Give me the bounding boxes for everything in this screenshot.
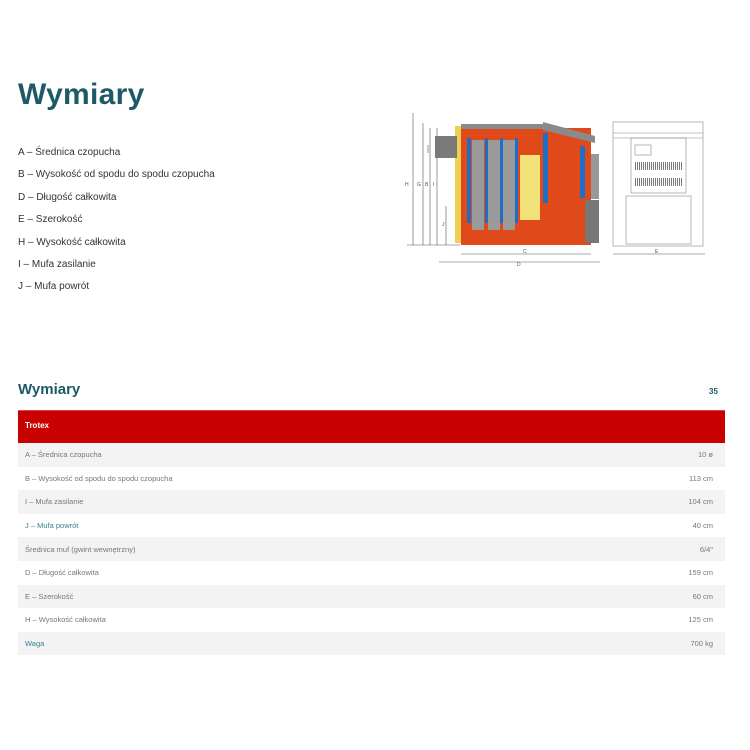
dimension-legend-list: A – Średnica czopucha B – Wysokość od sp… — [18, 146, 215, 303]
row-label: Średnica muf (gwint wewnętrzny) — [25, 544, 136, 554]
table-row: Waga 700 kg — [18, 631, 725, 656]
boiler-front-view — [612, 121, 704, 247]
table-row: A – Średnica czopucha 10 ø — [18, 443, 725, 467]
row-label: I – Mufa zasilanie — [25, 497, 84, 507]
table-header: Trotex — [18, 410, 725, 443]
table-row: Średnica muf (gwint wewnętrzny) 6/4" — [18, 537, 725, 561]
row-value: 104 cm — [688, 497, 713, 507]
row-value: 40 cm — [692, 521, 713, 531]
vertical-dimension-lines — [407, 113, 460, 246]
dim-label-c: C — [523, 249, 527, 255]
dim-label-e: E — [655, 249, 659, 255]
dimensions-table: Trotex A – Średnica czopucha 10 ø B – Wys… — [18, 410, 725, 656]
list-item: I – Mufa zasilanie — [18, 258, 96, 270]
row-value: 113 cm — [688, 473, 713, 483]
row-value: 125 cm — [688, 615, 713, 625]
row-label: Waga — [25, 639, 45, 649]
table-row: J – Mufa powrót 40 cm — [18, 514, 725, 538]
table-row: H – Wysokość całkowita 125 cm — [18, 608, 725, 632]
row-value: 159 cm — [688, 568, 713, 578]
list-item: A – Średnica czopucha — [18, 147, 121, 158]
table-row: I – Mufa zasilanie 104 cm — [18, 490, 725, 514]
table-section-title: Wymiary — [18, 381, 81, 398]
list-item: H – Wysokość całkowita — [18, 236, 126, 248]
list-item: J – Mufa powrót — [18, 281, 90, 293]
list-item: D – Długość całkowita — [18, 191, 117, 203]
row-value: 10 ø — [697, 450, 713, 460]
row-label: H – Wysokość całkowita — [25, 615, 106, 625]
row-label: D – Długość całkowita — [25, 568, 99, 578]
flue-pipe — [435, 136, 457, 158]
table-row: B – Wysokość od spodu do spodu czopucha 1… — [18, 467, 725, 491]
dim-label-h: H — [405, 182, 409, 188]
row-label: B – Wysokość od spodu do spodu czopucha — [25, 473, 173, 483]
row-value: 6/4" — [699, 544, 713, 554]
row-value: 700 kg — [690, 639, 713, 649]
dim-label-i: I — [433, 182, 434, 188]
dim-label-j: J — [442, 222, 445, 228]
row-value: 60 cm — [692, 591, 713, 601]
row-label: A – Średnica czopucha — [25, 450, 102, 460]
row-label: J – Mufa powrót — [25, 521, 79, 531]
list-item: B – Wysokość od spodu do spodu czopucha — [18, 169, 215, 181]
dim-label-b: B — [425, 182, 429, 188]
page-number: 35 — [709, 387, 718, 396]
dim-label-d: D — [517, 262, 521, 268]
table-row: D – Długość całkowita 159 cm — [18, 561, 725, 585]
row-label: E – Szerokość — [25, 591, 74, 601]
table-row: E – Szerokość 60 cm — [18, 584, 725, 609]
dim-label-g: G — [417, 182, 421, 188]
fuel-chamber — [520, 155, 540, 220]
boiler-dimension-diagram: H G B I J C D E — [405, 113, 705, 268]
section-title: Wymiary — [18, 78, 145, 111]
list-item: E – Szerokość — [18, 214, 83, 226]
